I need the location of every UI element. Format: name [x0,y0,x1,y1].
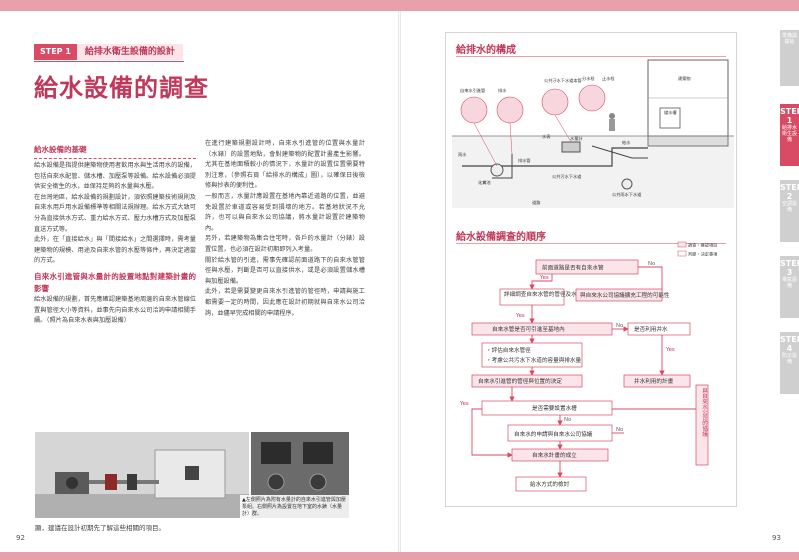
flow-node-4 [471,374,583,388]
flow-node-6 [507,424,613,442]
legend-item: 調查・確認項目 [688,242,717,249]
paragraph: 給水設備是指提供建築物使用者飲用水與生活用水的設備，包括自來水配管、儲水槽、加壓… [34,162,196,191]
step-tag: STEP 1 給排水衛生設備的設計 [34,44,183,60]
flow-node-2-label: 自來水管是否可引進至基地內 [492,325,565,333]
label: 雨水 [458,151,467,158]
flow-node-5 [481,400,613,416]
flow-no-label: No [648,261,655,267]
drain-pipe [492,154,513,179]
flow-node-well2 [623,374,691,388]
flow-node-7-label: 自來水計畫的成立 [532,451,577,459]
label: 化糞池 [478,179,491,186]
page-gutter [398,11,401,552]
flow-legend: 調查・確認項目 判斷・決定事項 [677,242,718,258]
paragraph: 一般而言，水量計應設置在基地內靠近道路的位置，並避免設置於車道或容易受到損壞的地… [205,192,365,232]
flow-node-6-label: 自來水的申請與自來水公司協議 [514,430,593,438]
label: 公共汙水下水道本管 [544,77,582,84]
label: 排水管 [518,157,531,164]
label: 分水栓 [582,75,595,82]
diagram1-title: 給排水的構成 [456,45,516,56]
flow-node-right1-label: 與自來水公司協議擴充工程的可能性 [580,291,670,299]
page-number-left: 92 [16,534,25,542]
step-rule [34,61,184,62]
side-tab-step2[interactable]: STEP 2 空調設備 [780,180,799,242]
flow-no-label: No [616,323,623,329]
flow-yes-label: Yes [665,347,675,353]
water-supply-drainage-diagram: 自來水引進管 排水 公共汙水下水道本管 分水栓 止水栓 建築物 儲水槽 水表 水… [452,59,734,208]
label: 儲水槽 [664,109,677,116]
flow-node-7 [511,448,609,462]
continued-text: 顯，建議在設計初期先了解這些相關的項目。 [35,524,165,532]
flow-node-1 [499,288,565,306]
flow-side-label: 與自來水公司的協議 [701,388,707,437]
flow-no-label: No [564,417,571,423]
label: 自來水引進管 [460,87,485,94]
flow-node-start [535,259,639,275]
side-tab-intro[interactable]: 準備與開始 [780,30,799,86]
text-column-1: 給水設備的基礎 給水設備是指提供建築物使用者飲用水與生活用水的設備，包括自來水配… [34,142,196,327]
label: 止水栓 [602,75,615,82]
section-heading: 自來水引進管與水量計的設置地點對建築計畫的影響 [34,271,196,293]
legend-item: 判斷・決定事項 [688,251,718,258]
flow-yes-label: Yes [515,313,525,319]
flow-yes-label: Yes [459,401,469,407]
paragraph: 在進行建築規劃設計時，自來水引進管的位置與水量計（水錶）的設置地點，會對建築物的… [205,140,365,190]
side-tab-step3[interactable]: STEP 3 電氣設備 [780,256,799,318]
diagram2-title: 給水設備調查的順序 [456,232,546,243]
flow-node-right1 [575,288,663,302]
paragraph: 在台灣地區，給水設備的規劃設計，須依照建築技術規則及自來水用戶用水設備標準等相關… [34,193,196,233]
page-title: 給水設備的調查 [34,74,209,102]
flow-node-2 [471,322,613,336]
flow-node-8 [515,476,587,492]
photo-water-meter-pump [35,432,249,518]
flow-node-3b-label: ・考慮公共污水下水道的容量與排水量 [486,356,582,364]
side-tab-step4[interactable]: STEP 4 防災設備 [780,332,799,394]
label: 道路 [532,199,541,206]
paragraph: 另外，若建築物為集合住宅時，各戶的水量計（分錶）設置位置，也必須在設計初期即列入… [205,235,365,253]
label: 水量計 [570,135,583,142]
flow-node-1-label: 詳細調查自來水管的管徑及水壓 [504,290,583,298]
label: 給水 [622,139,631,146]
paragraph: 此外，在「直接給水」與「間接給水」之間選擇時，需考量建築物的規模、用途及自來水管… [34,236,196,265]
label: 水表 [542,133,551,140]
flow-node-3 [481,342,583,368]
side-tab-step1[interactable]: STEP 1 給排水衛生設備 [780,104,799,166]
flow-node-start-label: 前面道路是否有自來水管 [542,264,604,272]
paragraph: 關於給水管的引進，需事先確認前面道路下的自來水管管徑與水壓，判斷是否可以直接供水… [205,256,365,285]
investigation-flowchart: 前面道路是否有自來水管 詳細調查自來水管的管徑及水壓 與自來水公司協議擴充工程的… [459,259,709,492]
photo-illustration [35,432,249,518]
section-heading: 給水設備的基礎 [34,144,196,159]
page-number-right: 93 [772,534,781,542]
bottom-band [0,552,799,560]
flow-node-3a-label: ・評估自來水管徑 [486,346,531,354]
flow-node-well-label: 是否利用井水 [634,325,668,333]
text-column-2: 在進行建築規劃設計時，自來水引進管的位置與水量計（水錶）的設置地點，會對建築物的… [205,139,365,319]
flow-no-label: No [616,427,623,433]
paragraph: 此外，若是需要變更自來水引進管的管徑時，申請與施工都需要一定的時間，因此應在設計… [205,288,365,317]
flow-node-4-label: 自來水引進管的管徑與位置的決定 [478,377,562,385]
label: 建築物 [678,75,691,82]
flow-node-side [695,384,709,466]
supply-pipe [462,147,648,167]
label: 公共雨水下水道 [612,191,642,198]
step-label: STEP 1 [34,44,77,60]
label: 排水 [498,87,507,94]
flow-node-5-label: 是否需要設置水槽 [532,404,577,412]
flow-node-8-label: 給水方式的檢討 [530,480,570,488]
step-title: 給排水衛生設備的設計 [76,44,183,60]
label: 公共污水下水道 [552,173,582,180]
flow-yes-label: Yes [539,275,549,281]
top-band [0,0,799,11]
photo-caption: ▲左側照片為附有水量計的自來水引進管與加壓泵組。右側照片為設置在地下室的水錶（水… [240,495,350,520]
title-rule [456,243,726,244]
title-rule [456,56,726,57]
paragraph: 給水設備的規劃，首先應確認建築基地周邊的自來水管線位置與管徑大小等資料，並事先向… [34,295,196,325]
flow-node-well [627,322,691,336]
flow-node-well2-label: 井水利用的計畫 [634,377,674,385]
